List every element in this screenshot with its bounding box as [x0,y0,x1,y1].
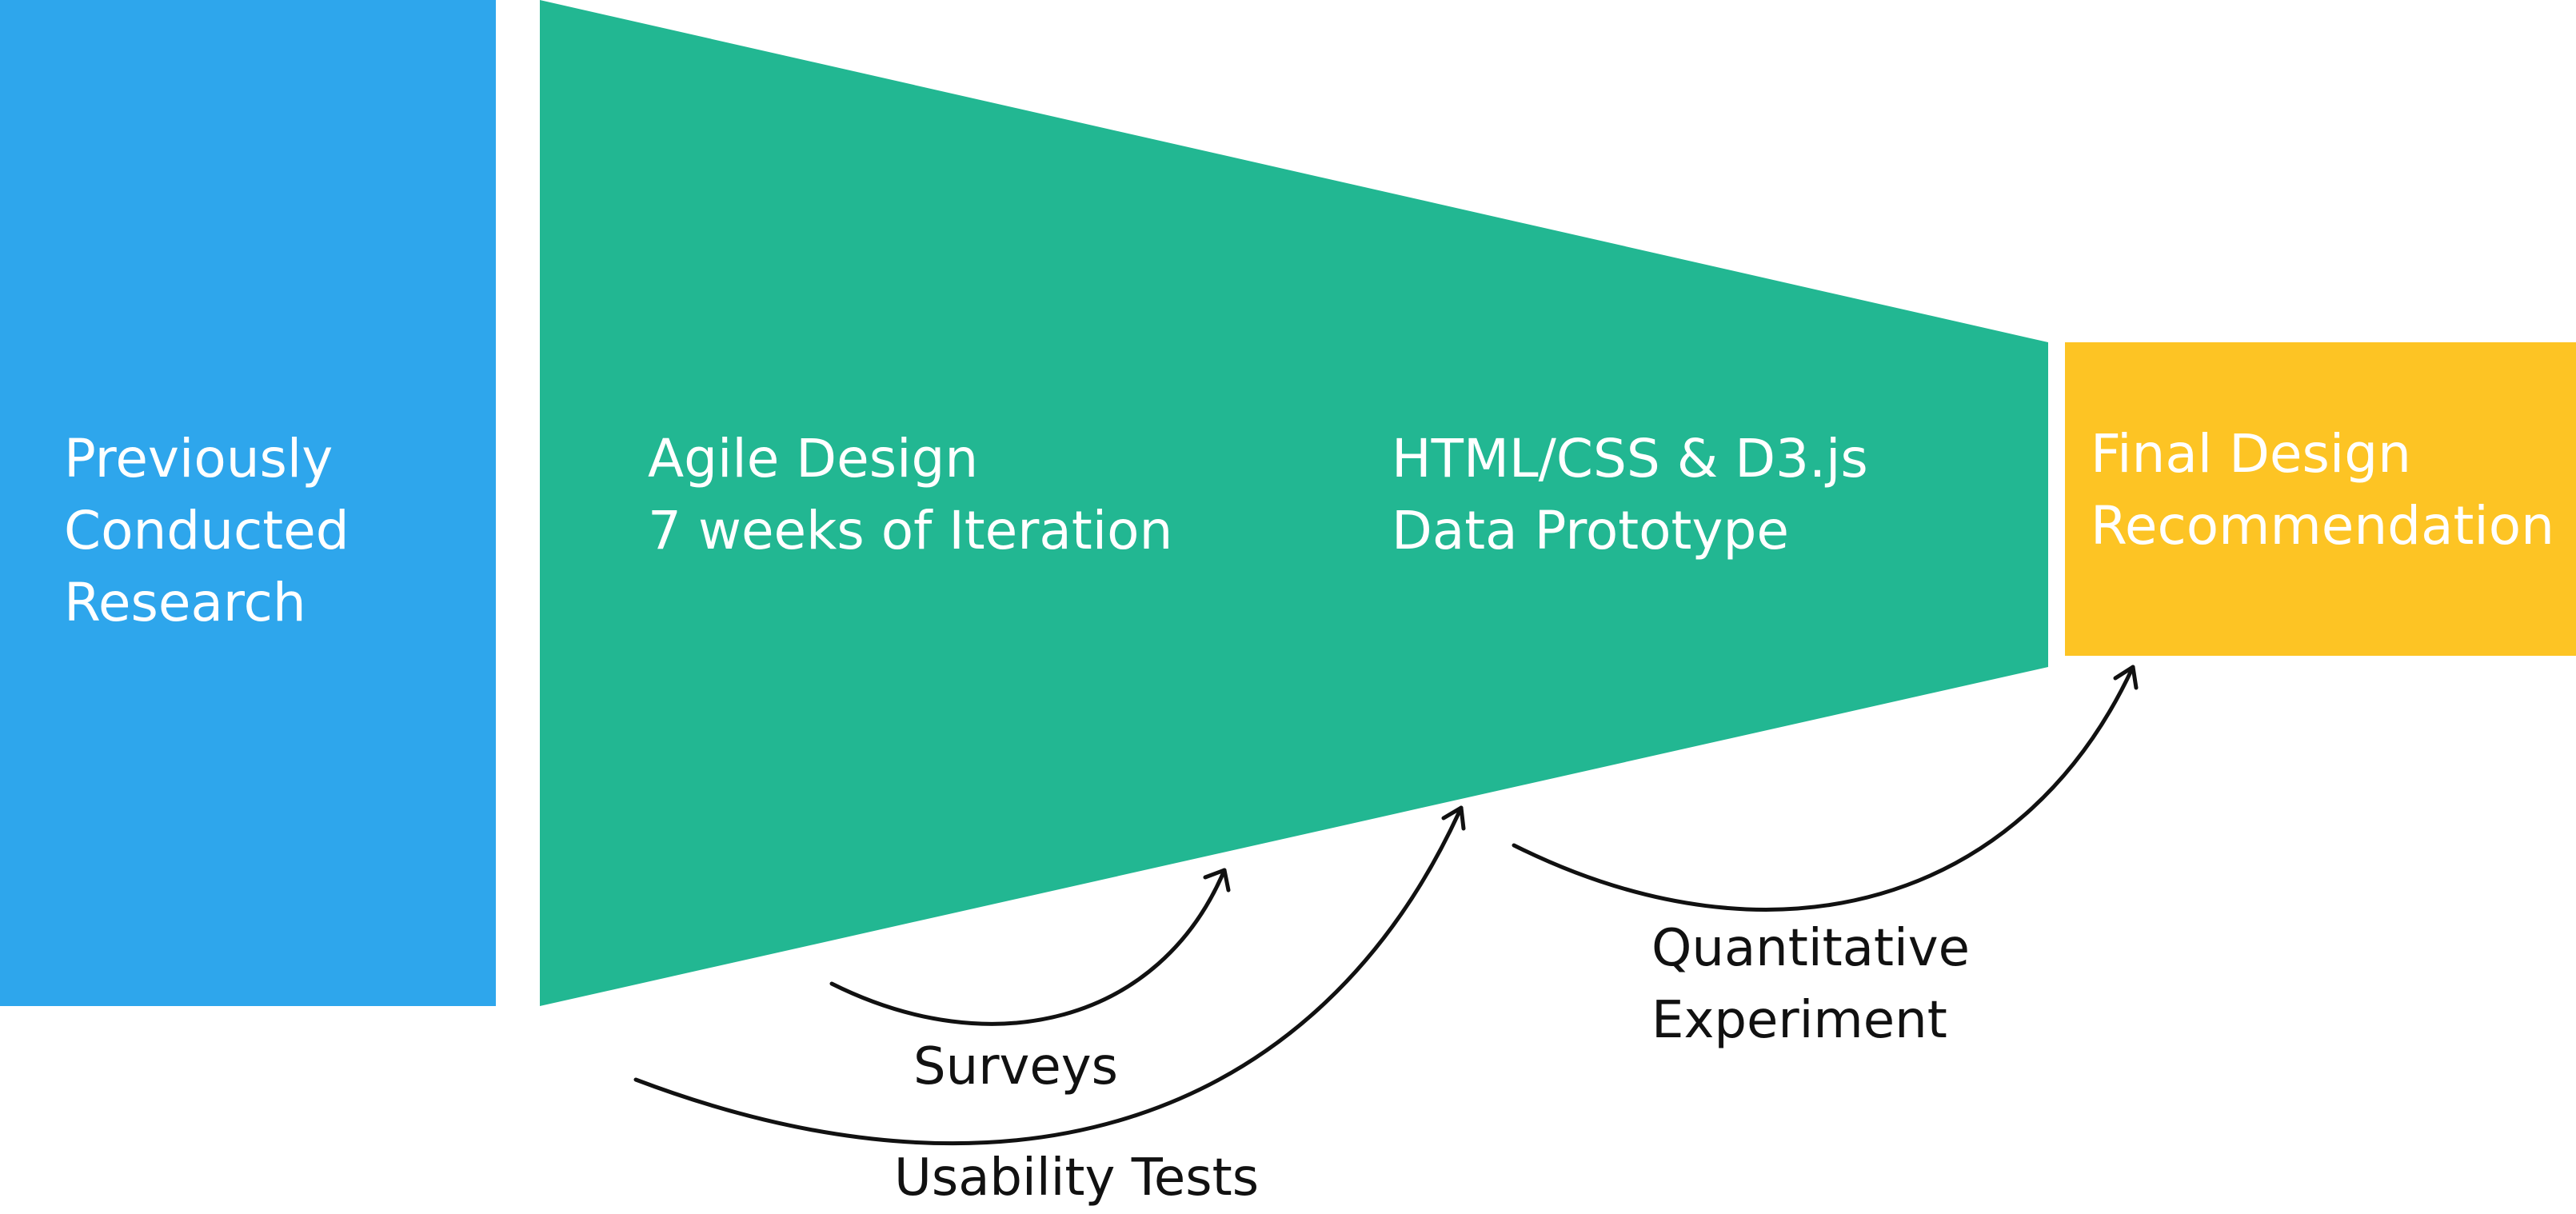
curved-arrow-icon [829,868,1227,1026]
research-label-line-3: Research [64,572,306,633]
agile-label-line-2: 7 weeks of Iteration [648,500,1172,561]
final-design-block [2065,342,2576,656]
quantitative-label-line-1: Quantitative [1651,919,1970,978]
arrow-head-icon [1203,868,1231,893]
agile-design-label: Agile Design 7 weeks of Iteration [648,428,1172,561]
research-label-line-2: Conducted [64,500,349,561]
quantitative-label-line-2: Experiment [1651,991,1947,1050]
usability-tests-label: Usability Tests [894,1148,1259,1208]
final-label-line-1: Final Design [2091,423,2411,485]
agile-label-line-1: Agile Design [648,428,978,489]
usability-tests-arrow [633,805,1466,1146]
prototype-label-line-2: Data Prototype [1392,500,1789,561]
research-block-label: Previously Conducted Research [64,428,366,633]
research-block [0,0,496,1006]
curved-arrow-icon [633,805,1464,1146]
quantitative-experiment-arrow [1512,665,2139,912]
surveys-label: Surveys [913,1037,1118,1096]
final-design-label: Final Design Recommendation [2091,423,2554,557]
arrow-head-icon [2113,665,2139,690]
research-label-line-1: Previously [64,428,333,489]
prototype-label: HTML/CSS & D3.js Data Prototype [1392,428,1885,561]
surveys-arrow [829,868,1231,1026]
arrow-head-icon [1441,805,1466,831]
quantitative-experiment-label: Quantitative Experiment [1651,919,1986,1050]
agile-design-funnel [540,0,2048,1006]
curved-arrow-icon [1512,665,2135,912]
prototype-label-line-1: HTML/CSS & D3.js [1392,428,1868,489]
final-label-line-2: Recommendation [2091,495,2554,557]
